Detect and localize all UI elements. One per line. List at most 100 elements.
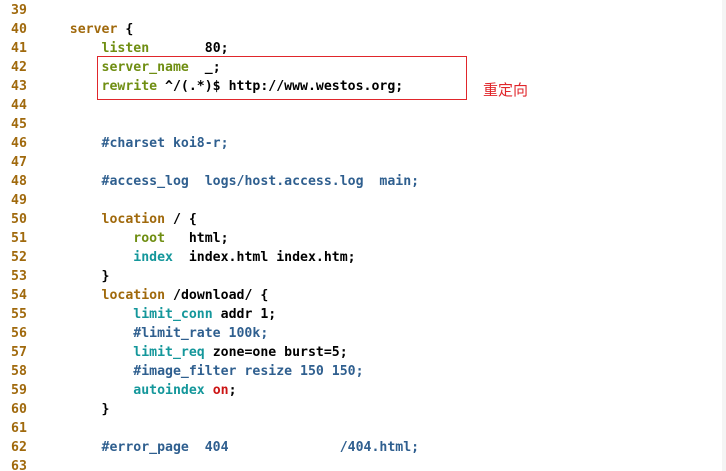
- line-code: #charset koi8-r;: [38, 134, 229, 153]
- line-code: location /download/ {: [38, 286, 269, 305]
- line-number: 60: [11, 402, 27, 417]
- code-comment: #image_filter resize 150 150;: [133, 364, 364, 379]
- line-code: #error_page 404 /404.html;: [38, 438, 420, 457]
- code-text: ^/(.*)$ http://www.westos.org;: [157, 79, 404, 94]
- line-number: 39: [11, 3, 27, 18]
- code-text: /download/ {: [165, 288, 269, 303]
- code-text: zone=one burst=5;: [204, 345, 348, 360]
- line-number: 58: [11, 364, 27, 379]
- code-comment: #limit_rate 100k;: [133, 326, 269, 341]
- code-text: [38, 79, 102, 94]
- code-text: 80;: [149, 41, 229, 56]
- code-line[interactable]: 57 limit_req zone=one burst=5;: [0, 343, 726, 362]
- code-keyword: server: [69, 22, 118, 37]
- line-code: rewrite ^/(.*)$ http://www.westos.org;: [38, 77, 404, 96]
- scrollbar-edge[interactable]: [722, 0, 726, 471]
- code-text: [38, 22, 70, 37]
- line-code: #access_log logs/host.access.log main;: [38, 172, 420, 191]
- code-text: / {: [165, 212, 197, 227]
- code-line[interactable]: 63: [0, 457, 726, 471]
- annotation-label: 重定向: [483, 81, 529, 99]
- line-number: 47: [11, 155, 27, 170]
- line-code: }: [38, 267, 110, 286]
- line-number: 50: [11, 212, 27, 227]
- code-text: [38, 136, 102, 151]
- line-code: root html;: [38, 229, 229, 248]
- code-line[interactable]: 55 limit_conn addr 1;: [0, 305, 726, 324]
- code-text: [38, 174, 102, 189]
- line-number: 41: [11, 41, 27, 56]
- code-line[interactable]: 45: [0, 115, 726, 134]
- code-text: [38, 383, 133, 398]
- code-text: [38, 60, 102, 75]
- line-code: limit_conn addr 1;: [38, 305, 276, 324]
- line-number: 43: [11, 79, 27, 94]
- code-line[interactable]: 41 listen 80;: [0, 39, 726, 58]
- code-text: }: [38, 269, 110, 284]
- line-number: 61: [11, 421, 27, 436]
- code-comment: #charset koi8-r;: [101, 136, 229, 151]
- line-number: 40: [11, 22, 27, 37]
- code-line[interactable]: 48 #access_log logs/host.access.log main…: [0, 172, 726, 191]
- code-text: [38, 288, 102, 303]
- code-comment: #access_log logs/host.access.log main;: [101, 174, 420, 189]
- line-number: 42: [11, 60, 27, 75]
- code-keyword: location: [101, 212, 166, 227]
- line-code: server {: [38, 20, 134, 39]
- line-number: 45: [11, 117, 27, 132]
- code-text: [205, 383, 213, 398]
- line-number: 63: [11, 459, 27, 471]
- code-line[interactable]: 47: [0, 153, 726, 172]
- code-keyword: on: [212, 383, 229, 398]
- code-line[interactable]: 46 #charset koi8-r;: [0, 134, 726, 153]
- line-code: index index.html index.htm;: [38, 248, 356, 267]
- code-text: index.html index.htm;: [172, 250, 356, 265]
- line-code: }: [38, 400, 110, 419]
- code-text: [38, 231, 133, 246]
- code-comment: #error_page 404 /404.html;: [101, 440, 420, 455]
- code-text: [38, 440, 102, 455]
- code-line[interactable]: 42 server_name _;: [0, 58, 726, 77]
- code-line[interactable]: 39: [0, 1, 726, 20]
- code-text: [38, 41, 102, 56]
- code-text: [38, 307, 133, 322]
- line-number: 51: [11, 231, 27, 246]
- code-keyword: listen: [101, 41, 150, 56]
- line-number: 52: [11, 250, 27, 265]
- line-code: listen 80;: [38, 39, 229, 58]
- code-text: ;: [228, 383, 237, 398]
- code-line[interactable]: 62 #error_page 404 /404.html;: [0, 438, 726, 457]
- line-code: #image_filter resize 150 150;: [38, 362, 364, 381]
- code-line[interactable]: 54 location /download/ {: [0, 286, 726, 305]
- code-line[interactable]: 56 #limit_rate 100k;: [0, 324, 726, 343]
- code-keyword: root: [133, 231, 166, 246]
- line-code: #limit_rate 100k;: [38, 324, 268, 343]
- code-text: html;: [165, 231, 229, 246]
- code-line[interactable]: 53 }: [0, 267, 726, 286]
- line-code: location / {: [38, 210, 197, 229]
- line-code: limit_req zone=one burst=5;: [38, 343, 348, 362]
- code-line[interactable]: 49: [0, 191, 726, 210]
- code-line[interactable]: 58 #image_filter resize 150 150;: [0, 362, 726, 381]
- code-line[interactable]: 44: [0, 96, 726, 115]
- line-number: 55: [11, 307, 27, 322]
- line-number: 46: [11, 136, 27, 151]
- code-keyword: autoindex: [133, 383, 205, 398]
- code-keyword: rewrite: [101, 79, 158, 94]
- code-line[interactable]: 51 root html;: [0, 229, 726, 248]
- code-text: [38, 326, 133, 341]
- code-line[interactable]: 61: [0, 419, 726, 438]
- line-number: 62: [11, 440, 27, 455]
- code-line[interactable]: 60 }: [0, 400, 726, 419]
- code-line[interactable]: 52 index index.html index.htm;: [0, 248, 726, 267]
- code-line[interactable]: 40 server {: [0, 20, 726, 39]
- line-number: 44: [11, 98, 27, 113]
- line-number: 56: [11, 326, 27, 341]
- line-number: 49: [11, 193, 27, 208]
- code-line[interactable]: 43 rewrite ^/(.*)$ http://www.westos.org…: [0, 77, 726, 96]
- code-line[interactable]: 59 autoindex on;: [0, 381, 726, 400]
- line-number: 48: [11, 174, 27, 189]
- code-line[interactable]: 50 location / {: [0, 210, 726, 229]
- line-number: 53: [11, 269, 27, 284]
